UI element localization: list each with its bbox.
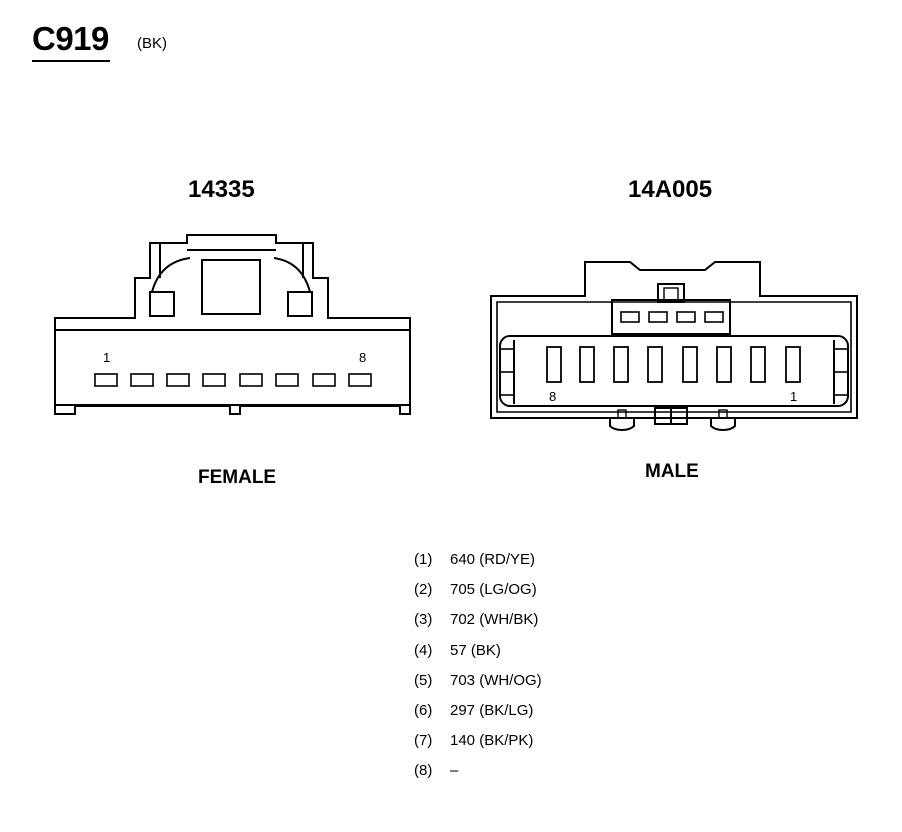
pin-row: (6) 297 (BK/LG) (414, 700, 542, 730)
pin-number: (8) (414, 762, 433, 780)
pin-circuit: 640 (RD/YE) (450, 551, 536, 568)
pin-circuit: 705 (LG/OG) (450, 581, 537, 599)
male-pin-8-label: 8 (549, 389, 556, 404)
pin-number: (4) (414, 641, 433, 659)
pin-row: (4) 57 (BK) (414, 640, 542, 670)
pin-circuit: 140 (BK/PK) (450, 732, 534, 750)
pin-row: (2) 705 (LG/OG) (414, 579, 542, 609)
pin-number: (6) (414, 701, 433, 719)
pin-circuit: 702 (WH/BK) (450, 611, 539, 629)
pin-row: (1) 640 (RD/YE) (414, 549, 542, 579)
pin-circuit: 297 (BK/LG) (450, 701, 534, 719)
pin-circuit-table: (1) 640 (RD/YE) (2) 705 (LG/OG) (3) 702 (WH… (414, 549, 542, 791)
pin-row: (7) 140 (BK/PK) (414, 730, 542, 760)
pin-row: (3) 702 (WH/BK) (414, 609, 542, 639)
pin-number: (2) (414, 581, 433, 599)
pin-circuit: – (450, 762, 459, 780)
female-part-number: 14335 (188, 176, 255, 203)
male-label: MALE (645, 461, 699, 482)
pin-circuit: 703 (WH/OG) (450, 671, 542, 689)
pin-circuit: 57 (BK) (450, 641, 501, 659)
pin-row: (5) 703 (WH/OG) (414, 670, 542, 700)
female-pin-1-label: 1 (103, 350, 110, 365)
connector-id: C919 (32, 22, 110, 62)
connector-color: (BK) (137, 35, 167, 52)
pin-number: (3) (414, 611, 433, 629)
pin-number: (5) (414, 671, 433, 689)
female-pin-8-label: 8 (359, 350, 366, 365)
female-connector (54, 234, 411, 415)
male-pin-1-label: 1 (790, 389, 797, 404)
male-connector (490, 261, 858, 432)
female-label: FEMALE (198, 467, 277, 488)
male-part-number: 14A005 (628, 176, 713, 203)
pin-number: (1) (414, 551, 433, 568)
pin-row: (8)– (414, 760, 542, 790)
pin-number: (7) (414, 732, 433, 750)
